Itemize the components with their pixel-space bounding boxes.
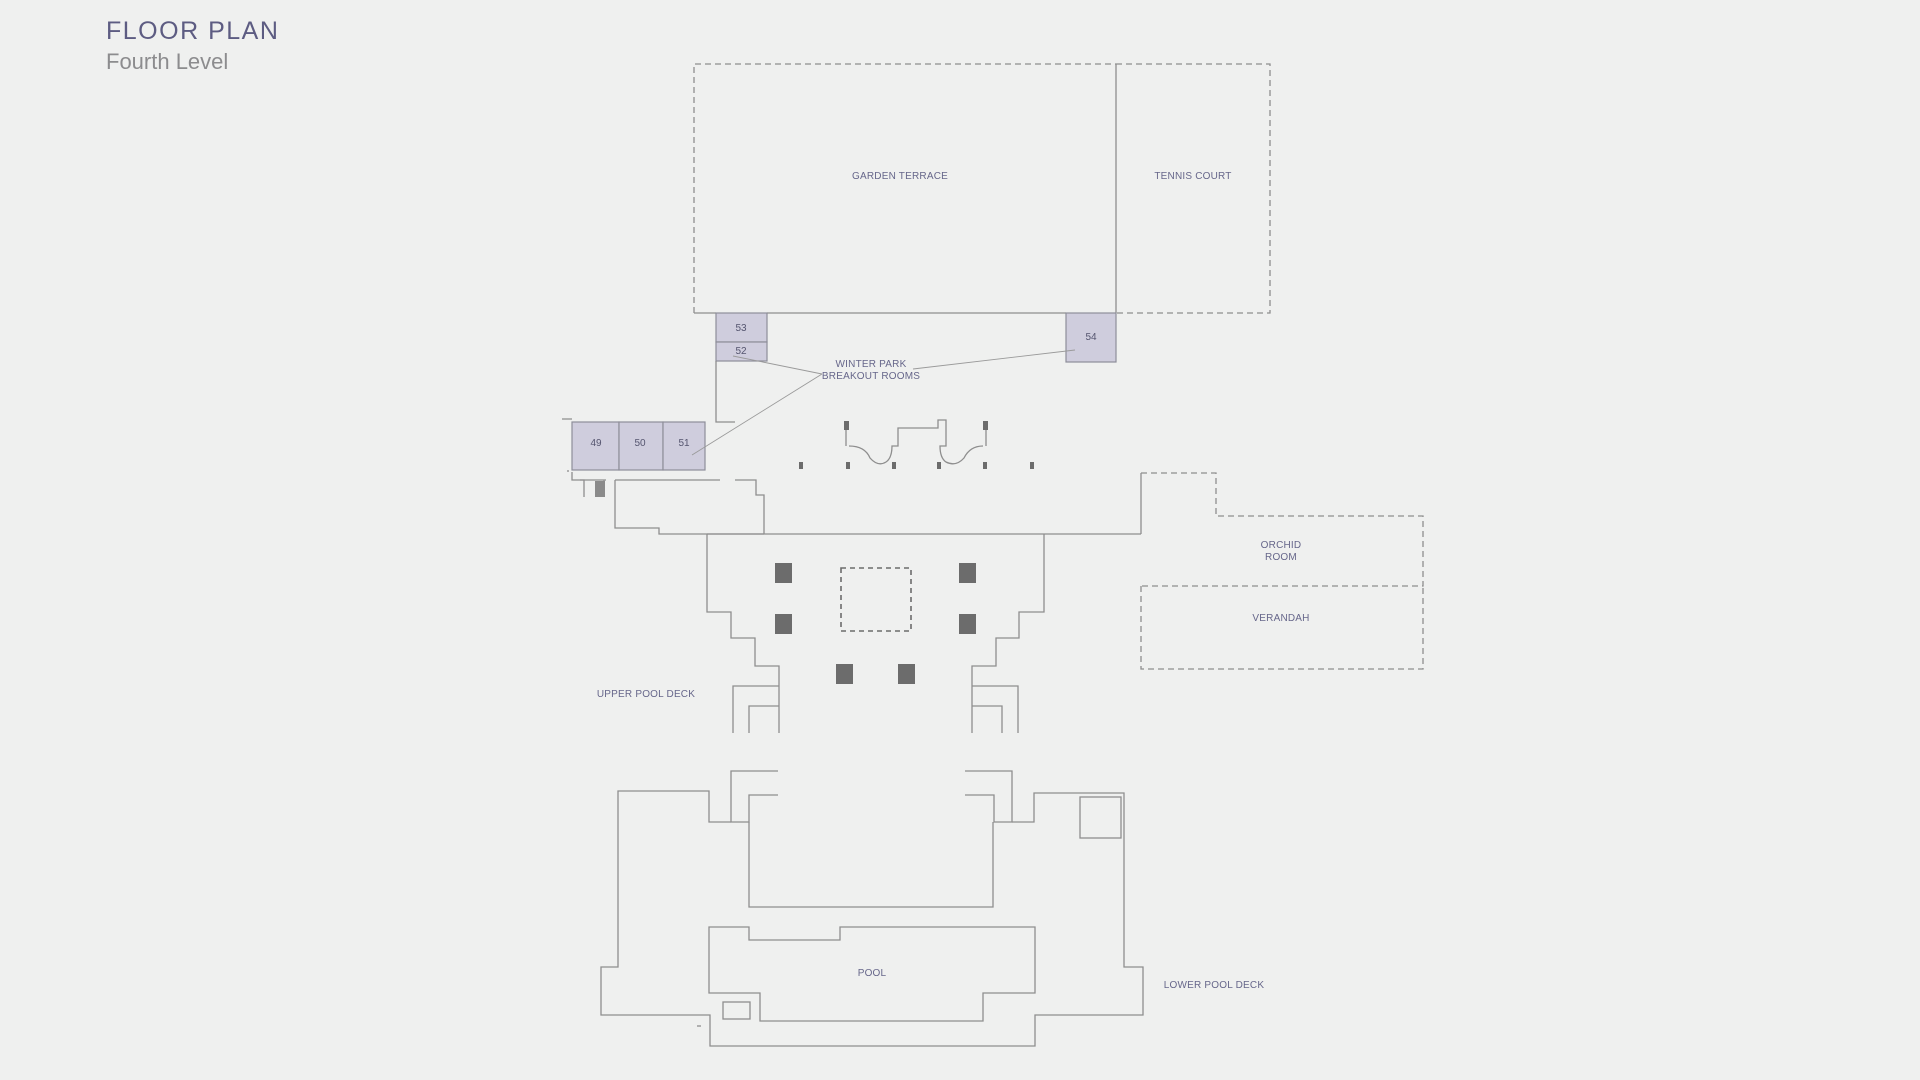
room-49-number: 49: [590, 438, 602, 449]
room-50-number: 50: [634, 438, 646, 449]
breakout-room-53[interactable]: 53: [715, 312, 768, 343]
pool-outline: [708, 926, 1036, 1022]
utility-box: [722, 1001, 751, 1020]
orchid-room-label-line1: ORCHID: [1261, 540, 1302, 551]
breakout-room-54[interactable]: 54: [1065, 312, 1117, 363]
bollard: [846, 462, 850, 469]
room-54-shape: [1065, 312, 1117, 363]
room-53-number: 53: [735, 323, 747, 334]
central-atrium: [706, 534, 1045, 733]
garden-terrace-wall: [694, 64, 1117, 314]
leader-line-54: [912, 349, 1076, 370]
pillar: [898, 664, 915, 684]
bollard: [799, 462, 803, 469]
lobby-south-wall: [614, 480, 764, 535]
corridor-wall: [715, 361, 735, 423]
lobby-inner-wall: [615, 479, 765, 534]
bollard: [937, 462, 941, 469]
entrance-posts: [845, 428, 987, 446]
west-wall-segment: [562, 418, 585, 497]
orchid-room-area[interactable]: ORCHID ROOM: [1140, 472, 1424, 587]
tennis-court-label: TENNIS COURT: [1154, 171, 1231, 182]
pillar: [836, 664, 853, 684]
garden-terrace-area[interactable]: GARDEN TERRACE: [693, 63, 1117, 314]
entrance-arches: [848, 419, 984, 465]
lower-pool-deck-label: LOWER POOL DECK: [1164, 980, 1265, 991]
pool-label: POOL: [858, 968, 887, 979]
leader-line-52: [732, 355, 823, 375]
breakout-rooms-callout: WINTER PARK BREAKOUT ROOMS: [691, 349, 1076, 456]
atrium-canopy: [840, 567, 912, 632]
upper-pool-deck-area[interactable]: UPPER POOL DECK: [597, 689, 695, 700]
verandah-label: VERANDAH: [1252, 613, 1309, 624]
pool-area[interactable]: POOL: [708, 926, 1036, 1022]
verandah-area[interactable]: VERANDAH: [1140, 586, 1424, 670]
orchid-room-outline: [1141, 472, 1424, 587]
leader-line-51: [691, 373, 823, 456]
room-52-shape: [715, 341, 768, 362]
upper-pool-deck-label: UPPER POOL DECK: [597, 689, 695, 700]
breakout-label-line2: BREAKOUT ROOMS: [822, 371, 920, 382]
breakout-room-49[interactable]: 49: [571, 421, 620, 471]
page-title: FLOOR PLAN: [106, 17, 280, 45]
garden-terrace-label: GARDEN TERRACE: [852, 171, 948, 182]
tennis-court-outline: [1116, 63, 1271, 314]
lower-pool-deck-area[interactable]: LOWER POOL DECK: [1164, 980, 1265, 991]
right-stair-wall: [965, 770, 1013, 823]
lobby-west-walls: [562, 418, 765, 535]
tennis-court-area[interactable]: TENNIS COURT: [1116, 63, 1271, 314]
pillar: [959, 614, 976, 634]
room-54-number: 54: [1085, 332, 1097, 343]
garden-terrace-dashed-edge: [693, 63, 1116, 313]
lower-deck-outer-wall: [600, 790, 1144, 1047]
atrium-walls: [706, 534, 1045, 733]
terrace-inner-wall: [748, 822, 994, 908]
bollard: [1030, 462, 1034, 469]
pillar: [775, 614, 792, 634]
left-stair-wall: [730, 770, 778, 823]
entrance-feature: [799, 419, 1034, 469]
room-51-shape: [662, 421, 706, 471]
room-50-shape: [618, 421, 664, 471]
stair-block: [595, 481, 605, 497]
post-marker-left: [844, 421, 849, 430]
room-52-number: 52: [735, 346, 747, 357]
spa-tub: [1079, 796, 1122, 839]
post-marker-right: [983, 421, 988, 430]
page-subtitle: Fourth Level: [106, 49, 229, 74]
breakout-room-51[interactable]: 51: [662, 421, 706, 471]
breakout-room-52[interactable]: 52: [715, 341, 768, 362]
pillar: [959, 563, 976, 583]
breakout-room-50[interactable]: 50: [618, 421, 664, 471]
verandah-outline: [1140, 586, 1424, 670]
breakout-label-line1: WINTER PARK: [836, 359, 907, 370]
lower-pool-deck-structure: [600, 770, 1144, 1047]
bollard: [892, 462, 896, 469]
bollard: [983, 462, 987, 469]
room-51-number: 51: [678, 438, 690, 449]
orchid-room-label-line2: ROOM: [1265, 552, 1297, 563]
pillar: [775, 563, 792, 583]
atrium-steps: [732, 685, 1019, 733]
